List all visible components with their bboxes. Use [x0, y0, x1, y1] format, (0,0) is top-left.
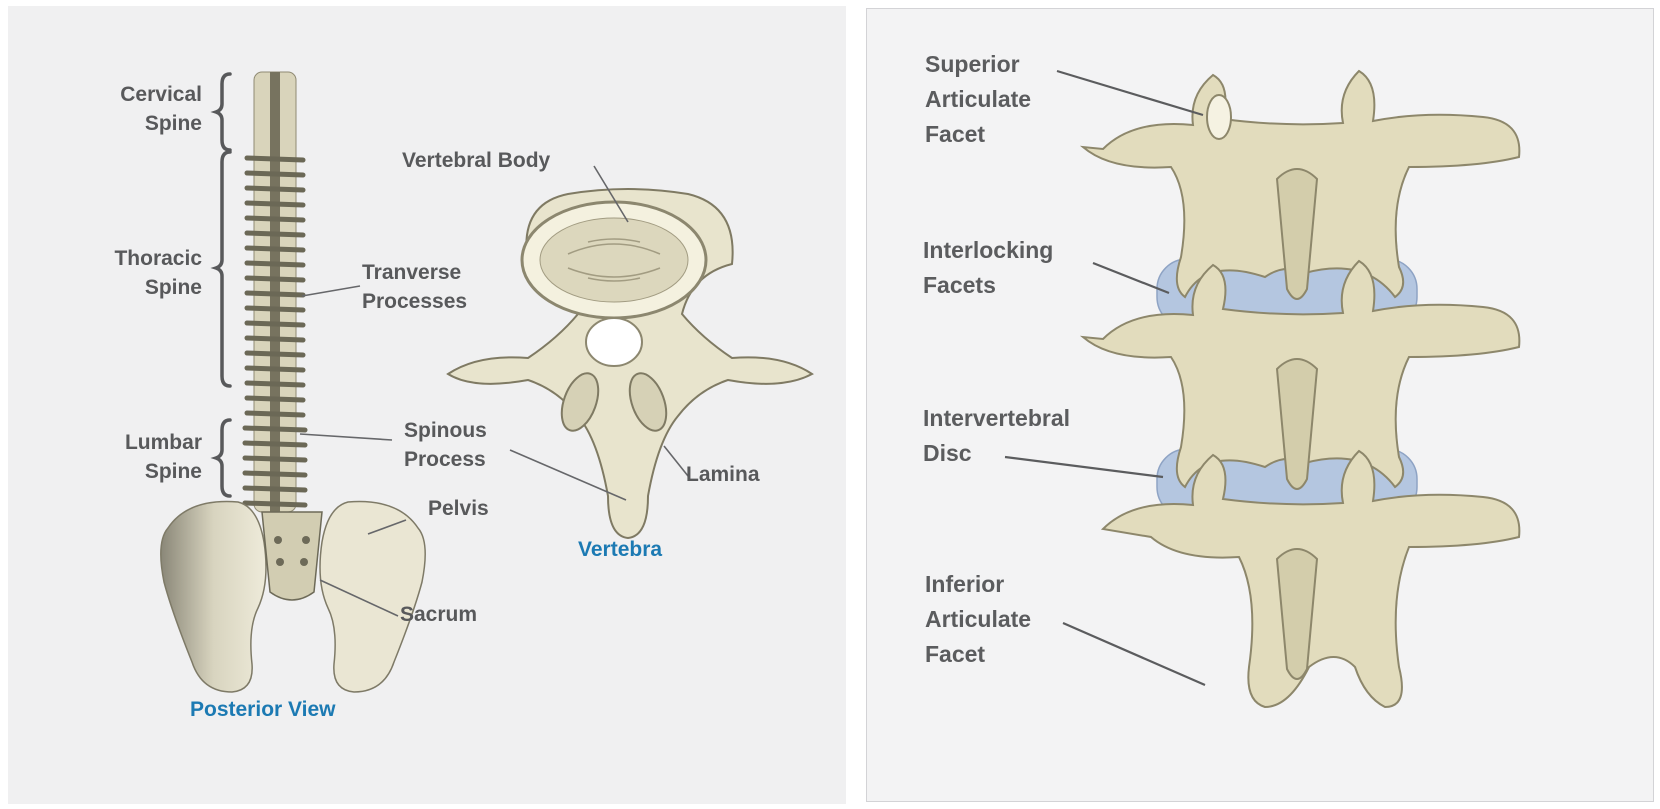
label-interlocking-facets: InterlockingFacets — [923, 233, 1053, 303]
caption-vertebra: Vertebra — [578, 538, 662, 562]
spine-region-brackets — [216, 74, 230, 496]
spinous-processes — [1277, 169, 1317, 679]
label-vertebral-body: Vertebral Body — [402, 146, 550, 175]
caption-posterior-view: Posterior View — [190, 698, 336, 722]
posterior-view-panel: CervicalSpine ThoracicSpine LumbarSpine … — [8, 6, 846, 804]
label-superior-articulate-facet: SuperiorArticulateFacet — [925, 47, 1031, 152]
label-lumbar-spine: LumbarSpine — [88, 428, 202, 486]
label-cervical-spine: CervicalSpine — [88, 80, 202, 138]
label-spinous-process: SpinousProcess — [404, 416, 487, 474]
spinal-column — [245, 72, 305, 512]
label-thoracic-spine: ThoracicSpine — [88, 244, 202, 302]
label-pelvis: Pelvis — [428, 494, 489, 523]
label-lamina: Lamina — [686, 460, 760, 489]
label-transverse-processes: TranverseProcesses — [362, 258, 467, 316]
label-sacrum: Sacrum — [400, 600, 477, 629]
superior-facet-surface — [1207, 95, 1231, 139]
label-intervertebral-disc: IntervertebralDisc — [923, 401, 1070, 471]
pelvis-drawing — [161, 502, 425, 692]
label-inferior-articulate-facet: InferiorArticulateFacet — [925, 567, 1031, 672]
facet-joints-panel: SuperiorArticulateFacet InterlockingFace… — [866, 8, 1654, 802]
